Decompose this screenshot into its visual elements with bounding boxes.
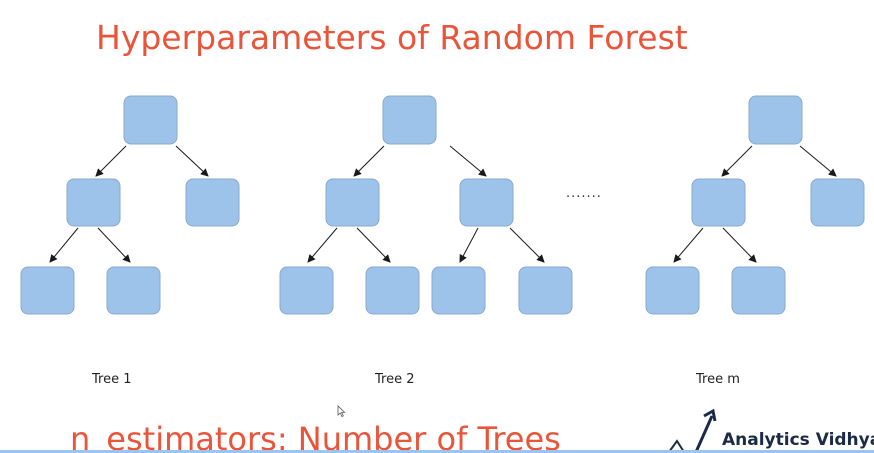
tree-node	[66, 178, 121, 227]
slide-title: Hyperparameters of Random Forest	[96, 18, 688, 57]
tree-edge	[353, 145, 385, 177]
tree-node	[459, 178, 514, 227]
slide-subtitle: n_estimators: Number of Trees	[70, 420, 561, 453]
tree-node	[106, 266, 161, 315]
tree-edge	[799, 145, 837, 177]
tree-edge	[722, 227, 757, 263]
tree-node	[123, 95, 178, 145]
brand-logo-icon	[668, 408, 717, 453]
tree-node	[645, 266, 700, 315]
tree-edge	[175, 145, 209, 177]
tree-m-label: Tree m	[696, 372, 740, 387]
tree-node	[691, 178, 746, 227]
tree-node	[382, 95, 437, 145]
tree-node	[431, 266, 486, 315]
tree-m	[645, 95, 865, 315]
tree-2	[279, 95, 573, 315]
tree-edge	[95, 145, 127, 177]
analytics-vidhya-logo: Analytics Vidhya	[666, 408, 874, 453]
tree-1-label: Tree 1	[92, 372, 132, 387]
tree-node	[20, 266, 75, 315]
tree-edge	[356, 227, 391, 263]
tree-1	[20, 95, 240, 315]
tree-edge	[49, 227, 79, 263]
tree-edge	[509, 227, 545, 263]
tree-node	[325, 178, 380, 227]
bottom-accent-bar	[0, 450, 874, 453]
tree-node	[185, 178, 240, 227]
tree-edge	[449, 145, 487, 177]
tree-2-label: Tree 2	[375, 372, 415, 387]
tree-node	[731, 266, 786, 315]
tree-edge	[307, 227, 338, 263]
tree-node	[810, 178, 865, 227]
tree-edge	[459, 227, 479, 263]
tree-edge	[721, 145, 753, 177]
tree-node	[748, 95, 803, 145]
mouse-cursor-icon	[337, 405, 346, 417]
tree-edge	[97, 227, 131, 263]
tree-edge	[673, 227, 704, 263]
tree-node	[365, 266, 420, 315]
tree-node	[279, 266, 334, 315]
brand-name: Analytics Vidhya	[722, 430, 874, 450]
ellipsis-separator: .......	[566, 186, 602, 201]
tree-node	[518, 266, 573, 315]
